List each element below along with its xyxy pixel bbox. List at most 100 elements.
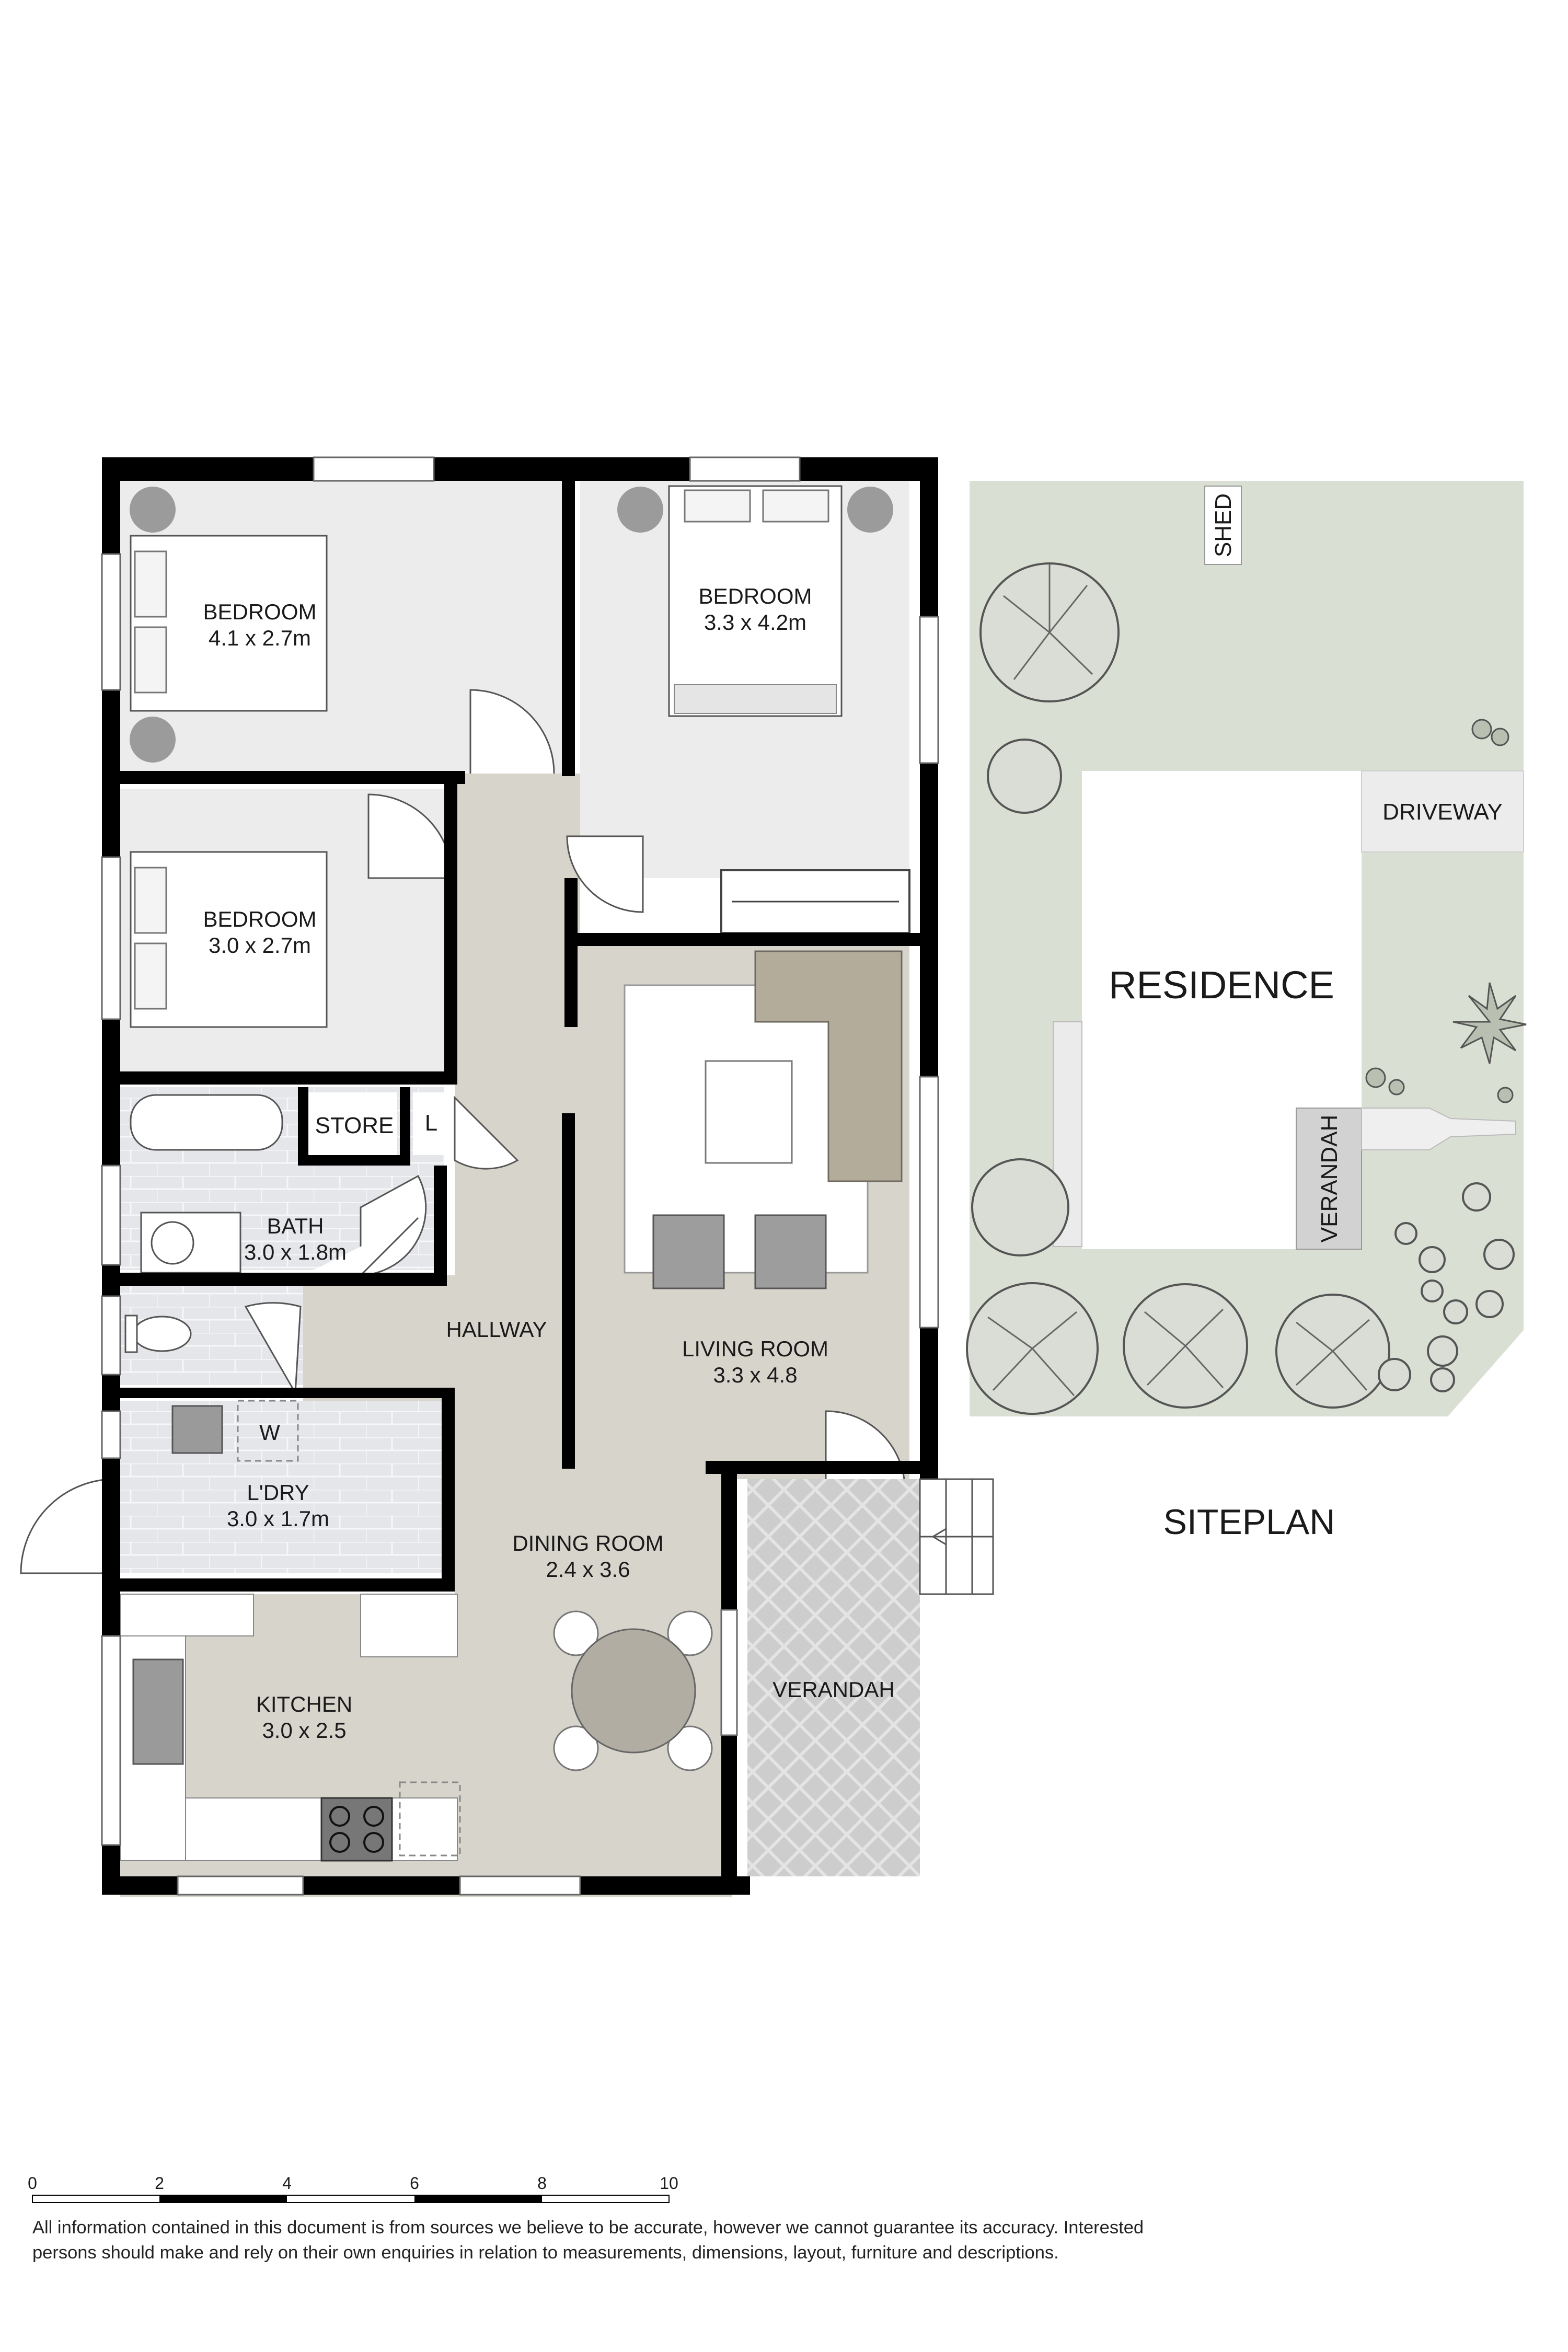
hallway-label: HALLWAY xyxy=(446,1317,547,1342)
sink xyxy=(132,1658,184,1765)
window xyxy=(689,456,801,482)
room-dims: 4.1 x 2.7m xyxy=(209,626,311,650)
pillow xyxy=(134,942,167,1010)
pillow xyxy=(134,550,167,618)
bedside-lamp xyxy=(617,487,663,533)
palm-icon xyxy=(1452,982,1527,1064)
burner xyxy=(329,1806,350,1827)
room-name: BEDROOM xyxy=(698,584,812,608)
dining-table xyxy=(571,1628,696,1754)
burner xyxy=(329,1832,350,1853)
shrub xyxy=(1419,1246,1446,1273)
window xyxy=(459,1875,581,1896)
dining-chair xyxy=(667,1610,713,1656)
bedside-lamp xyxy=(130,717,176,763)
shed xyxy=(1204,486,1242,565)
toilet-cistern xyxy=(124,1315,138,1353)
site-plan: SHED DRIVEWAY RESIDENCE VERANDAH SITEPLA… xyxy=(966,481,1527,1542)
room-name: KITCHEN xyxy=(256,1692,352,1716)
site-verandah-label: VERANDAH xyxy=(1317,1115,1342,1243)
window xyxy=(313,456,435,482)
window xyxy=(101,1410,121,1459)
furniture xyxy=(120,485,910,1862)
wall-right xyxy=(920,457,938,1500)
tree-branches xyxy=(1003,564,1093,680)
room-dims: 3.0 x 2.5 xyxy=(262,1718,346,1743)
cooktop xyxy=(320,1797,393,1862)
windows xyxy=(101,456,939,1896)
scale-tick: 4 xyxy=(282,2174,292,2193)
kitchen-bench xyxy=(360,1594,458,1657)
siteplan-title: SITEPLAN xyxy=(1163,1502,1335,1542)
door-swing xyxy=(469,689,555,774)
window xyxy=(919,616,939,764)
linen-label: L xyxy=(425,1110,437,1136)
tree-branches xyxy=(1295,1319,1370,1391)
site-verandah xyxy=(1296,1108,1362,1250)
scale-tick: 2 xyxy=(155,2174,164,2193)
wall-living-bottom xyxy=(706,1461,925,1474)
linen-floor xyxy=(413,1092,449,1155)
flower-icon xyxy=(1471,719,1492,740)
room-dims: 3.3 x 4.2m xyxy=(704,610,806,635)
washer-space xyxy=(237,1400,299,1462)
scale-bar-frame xyxy=(32,2195,670,2203)
flower-icon xyxy=(1491,728,1509,746)
window xyxy=(101,856,121,1020)
room-name: DINING ROOM xyxy=(512,1531,663,1555)
window xyxy=(101,1295,121,1376)
scale-bar: 0 2 4 6 8 10 xyxy=(28,2174,678,2203)
verandah-floor xyxy=(747,1479,920,1876)
door-swing xyxy=(454,1096,519,1170)
washer-label: W xyxy=(259,1420,280,1445)
scale-ticks: 0 2 4 6 8 10 xyxy=(28,2174,678,2193)
shrub xyxy=(1427,1335,1458,1367)
kitchen-bench xyxy=(120,1594,254,1636)
entry-arrow-icon xyxy=(931,1528,947,1546)
wall-store xyxy=(400,1087,410,1166)
bed xyxy=(668,485,843,717)
bathtub xyxy=(130,1094,283,1151)
room-name: L'DRY xyxy=(247,1480,309,1505)
tree xyxy=(971,1158,1069,1256)
burner xyxy=(363,1806,384,1827)
verandah-label: VERANDAH xyxy=(773,1677,894,1702)
scale-segment xyxy=(414,2195,542,2203)
shed-label: SHED xyxy=(1210,493,1236,557)
wall-wc-bottom xyxy=(120,1388,455,1398)
bedside-lamp xyxy=(130,487,176,533)
toilet xyxy=(132,1316,192,1352)
room-dims: 3.3 x 4.8 xyxy=(713,1363,797,1387)
store-label: STORE xyxy=(315,1113,394,1138)
wall-laundry-right xyxy=(442,1388,455,1584)
wall-bath-bottom xyxy=(120,1273,442,1286)
armchair xyxy=(652,1214,725,1289)
window xyxy=(101,553,121,691)
room-dims: 2.4 x 3.6 xyxy=(546,1557,630,1582)
armchair xyxy=(754,1214,827,1289)
disclaimer: All information contained in this docume… xyxy=(32,2215,1391,2265)
wall-living-left xyxy=(562,1113,575,1469)
tree-branches xyxy=(1144,1308,1224,1389)
verandah-steps xyxy=(919,1478,994,1595)
room-name: BATH xyxy=(267,1214,324,1238)
sofa xyxy=(754,950,903,1182)
site-path xyxy=(1361,1108,1516,1150)
wall-bed3-bottom xyxy=(120,1071,457,1085)
room-dims: 3.0 x 2.7m xyxy=(209,933,311,958)
scale-segment xyxy=(159,2195,287,2203)
laundry-tub xyxy=(171,1405,223,1454)
window xyxy=(101,1165,121,1266)
wall-bed3-right xyxy=(444,771,457,1082)
room-labels: BEDROOM 4.1 x 2.7m BEDROOM 3.3 x 4.2m BE… xyxy=(203,584,894,1743)
flower-icon xyxy=(1497,1087,1514,1103)
wall-store xyxy=(298,1087,308,1166)
wall-store xyxy=(298,1155,402,1166)
tree-branches xyxy=(987,1311,1077,1396)
burner xyxy=(363,1832,384,1853)
pillow xyxy=(134,626,167,694)
room-dims: 3.0 x 1.7m xyxy=(227,1506,329,1531)
coffee-table xyxy=(705,1060,793,1164)
driveway xyxy=(1361,770,1524,852)
pillow xyxy=(762,489,829,523)
